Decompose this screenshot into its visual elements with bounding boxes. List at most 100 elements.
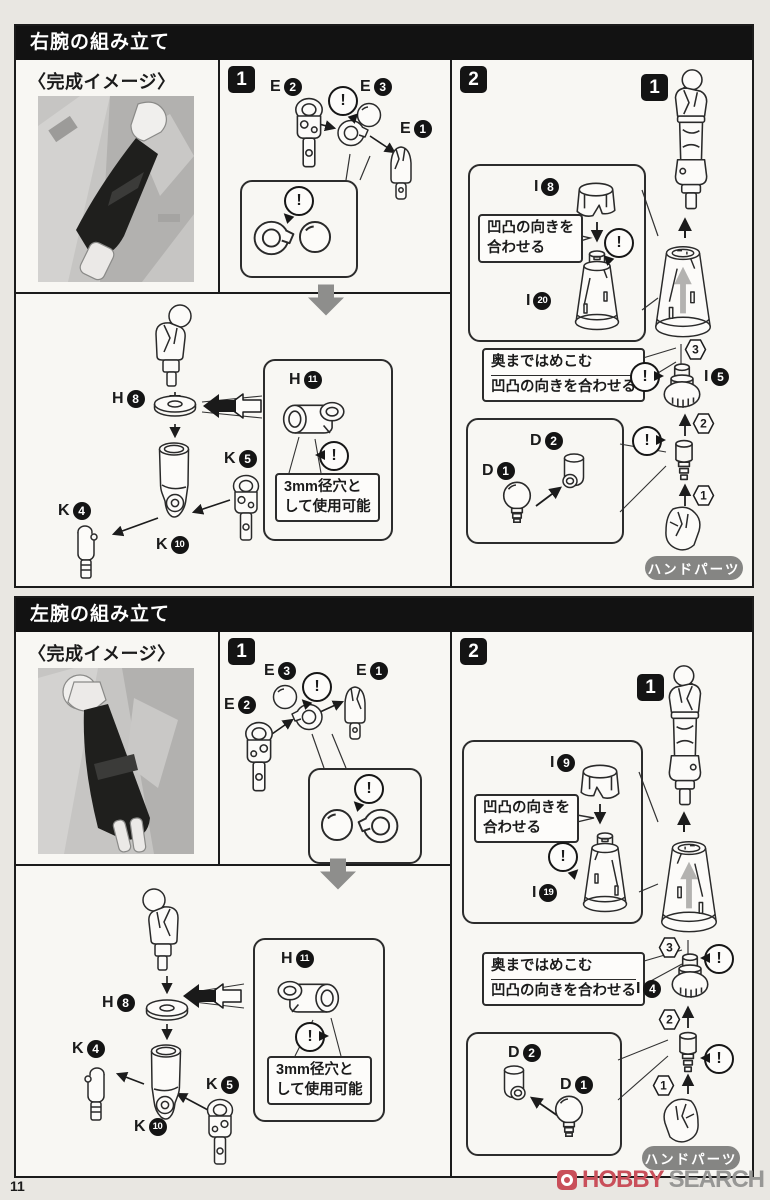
hex-step-3: 3 [684,339,707,360]
warning-icon: ! [632,426,666,456]
hex-step-3: 3 [658,937,681,958]
part-upper-arm [155,304,192,387]
part-e2 [245,721,273,792]
warning-icon: ! [354,774,384,804]
part-upper-arm [142,888,179,971]
step2-badge: 2 [460,66,487,93]
align-callout: 凹凸の向きを 合わせる [478,214,583,264]
completed-photo [37,667,195,855]
hex-step-1: 1 [652,1075,675,1096]
completed-image-box: 〈完成イメージ〉 [16,632,220,864]
svg-text:2: 2 [700,417,707,431]
warning-icon: ! [284,186,314,216]
part-hand [663,1098,699,1143]
d-arrow [535,486,563,507]
svg-text:3: 3 [692,343,699,357]
step1-arrows [271,700,347,769]
part-d2 [503,1065,526,1101]
warning-icon: ! [302,672,332,702]
watermark-hobby-text: HOBBY [581,1166,665,1193]
flow-down-arrow [308,284,344,316]
hand-parts-badge: ハンドパーツ [645,556,743,580]
completed-photo [37,95,195,283]
part-hand [665,506,701,551]
mm3-callout: 3mm径穴と して使用可能 [267,1056,372,1106]
part-wrist-joint [675,439,693,481]
section-title: 左腕の組み立て [30,604,171,625]
warning-icon: ! [700,1044,734,1074]
part-h8-washer [153,395,197,417]
part-d1 [554,1095,584,1137]
part-k5 [206,1098,234,1165]
hand-parts-badge: ハンドパーツ [642,1146,740,1170]
svg-text:3: 3 [666,941,673,955]
svg-text:2: 2 [666,1013,673,1027]
insert-callout: 奥まではめこむ 凹凸の向きを合わせる [482,348,645,403]
d-arrow [529,1096,559,1117]
completed-image-box: 〈完成イメージ〉 [16,60,220,292]
part-k10-clevis [150,1044,182,1120]
warning-icon: ! [328,86,358,116]
insert-callout: 奥まではめこむ 凹凸の向きを合わせる [482,952,645,1007]
warning-icon: ! [630,362,664,392]
swap-double-arrow [182,983,242,1009]
align-callout: 凹凸の向きを 合わせる [474,794,579,844]
step1-badge: 1 [228,66,255,93]
part-wrist-joint [679,1031,697,1073]
svg-text:1: 1 [660,1079,667,1093]
part-h11 [277,980,340,1013]
hex-step-1: 1 [692,485,715,506]
detail-ring [357,808,399,844]
part-itop-cap [580,764,620,799]
warning-icon: ! [604,228,634,258]
svg-text:1: 1 [700,489,707,503]
hex-step-2: 2 [658,1009,681,1030]
completed-image-label: 〈完成イメージ〉 [28,644,176,664]
forearm-cone [661,841,717,933]
section-title: 右腕の組み立て [30,32,171,53]
flow-down-arrow [320,858,356,890]
part-k5 [232,474,260,541]
warning-icon: ! [315,441,349,471]
warning-icon: ! [295,1022,329,1052]
detail-ball [320,808,354,842]
assembled-arm [674,69,708,210]
step1-result-badge: 1 [641,74,668,101]
page-number: 11 [10,1178,25,1194]
warning-icon: ! [548,842,578,872]
swap-double-arrow [202,393,262,419]
